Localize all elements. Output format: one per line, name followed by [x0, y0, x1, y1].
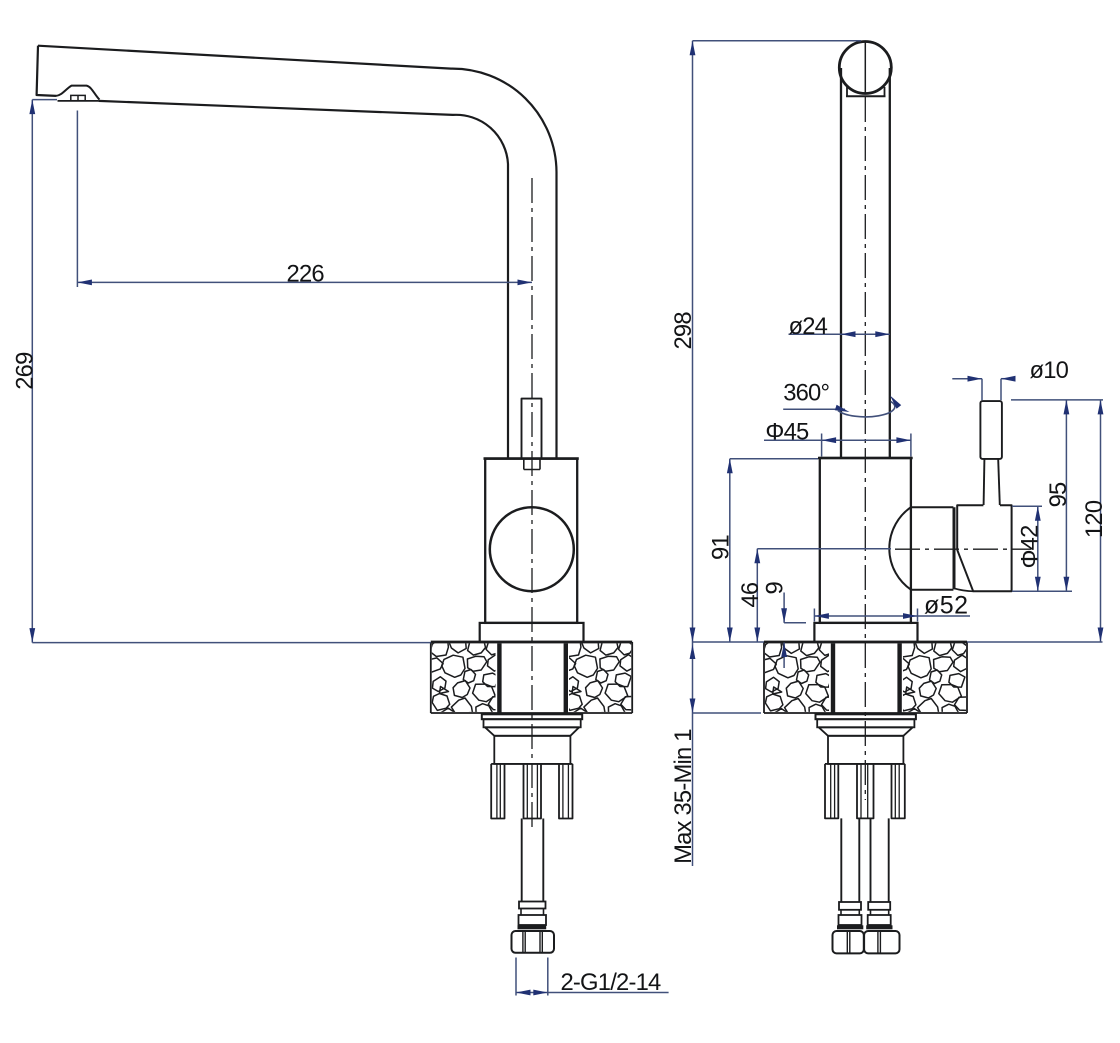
- svg-text:91: 91: [707, 535, 734, 560]
- svg-text:360°: 360°: [783, 380, 829, 407]
- svg-text:ø52: ø52: [924, 592, 969, 620]
- svg-text:46: 46: [737, 582, 764, 607]
- svg-text:2-G1/2-14: 2-G1/2-14: [561, 969, 662, 996]
- svg-text:120: 120: [1081, 500, 1108, 538]
- svg-text:226: 226: [287, 260, 325, 287]
- svg-text:Φ42: Φ42: [1017, 525, 1044, 569]
- svg-text:ø10: ø10: [1030, 357, 1069, 384]
- svg-text:ø24: ø24: [789, 313, 828, 340]
- svg-text:95: 95: [1045, 482, 1072, 507]
- svg-text:Φ45: Φ45: [765, 419, 809, 446]
- svg-text:9: 9: [762, 582, 789, 595]
- svg-text:298: 298: [670, 312, 697, 350]
- svg-text:Max 35-Min 1: Max 35-Min 1: [670, 729, 697, 864]
- svg-text:269: 269: [12, 352, 39, 390]
